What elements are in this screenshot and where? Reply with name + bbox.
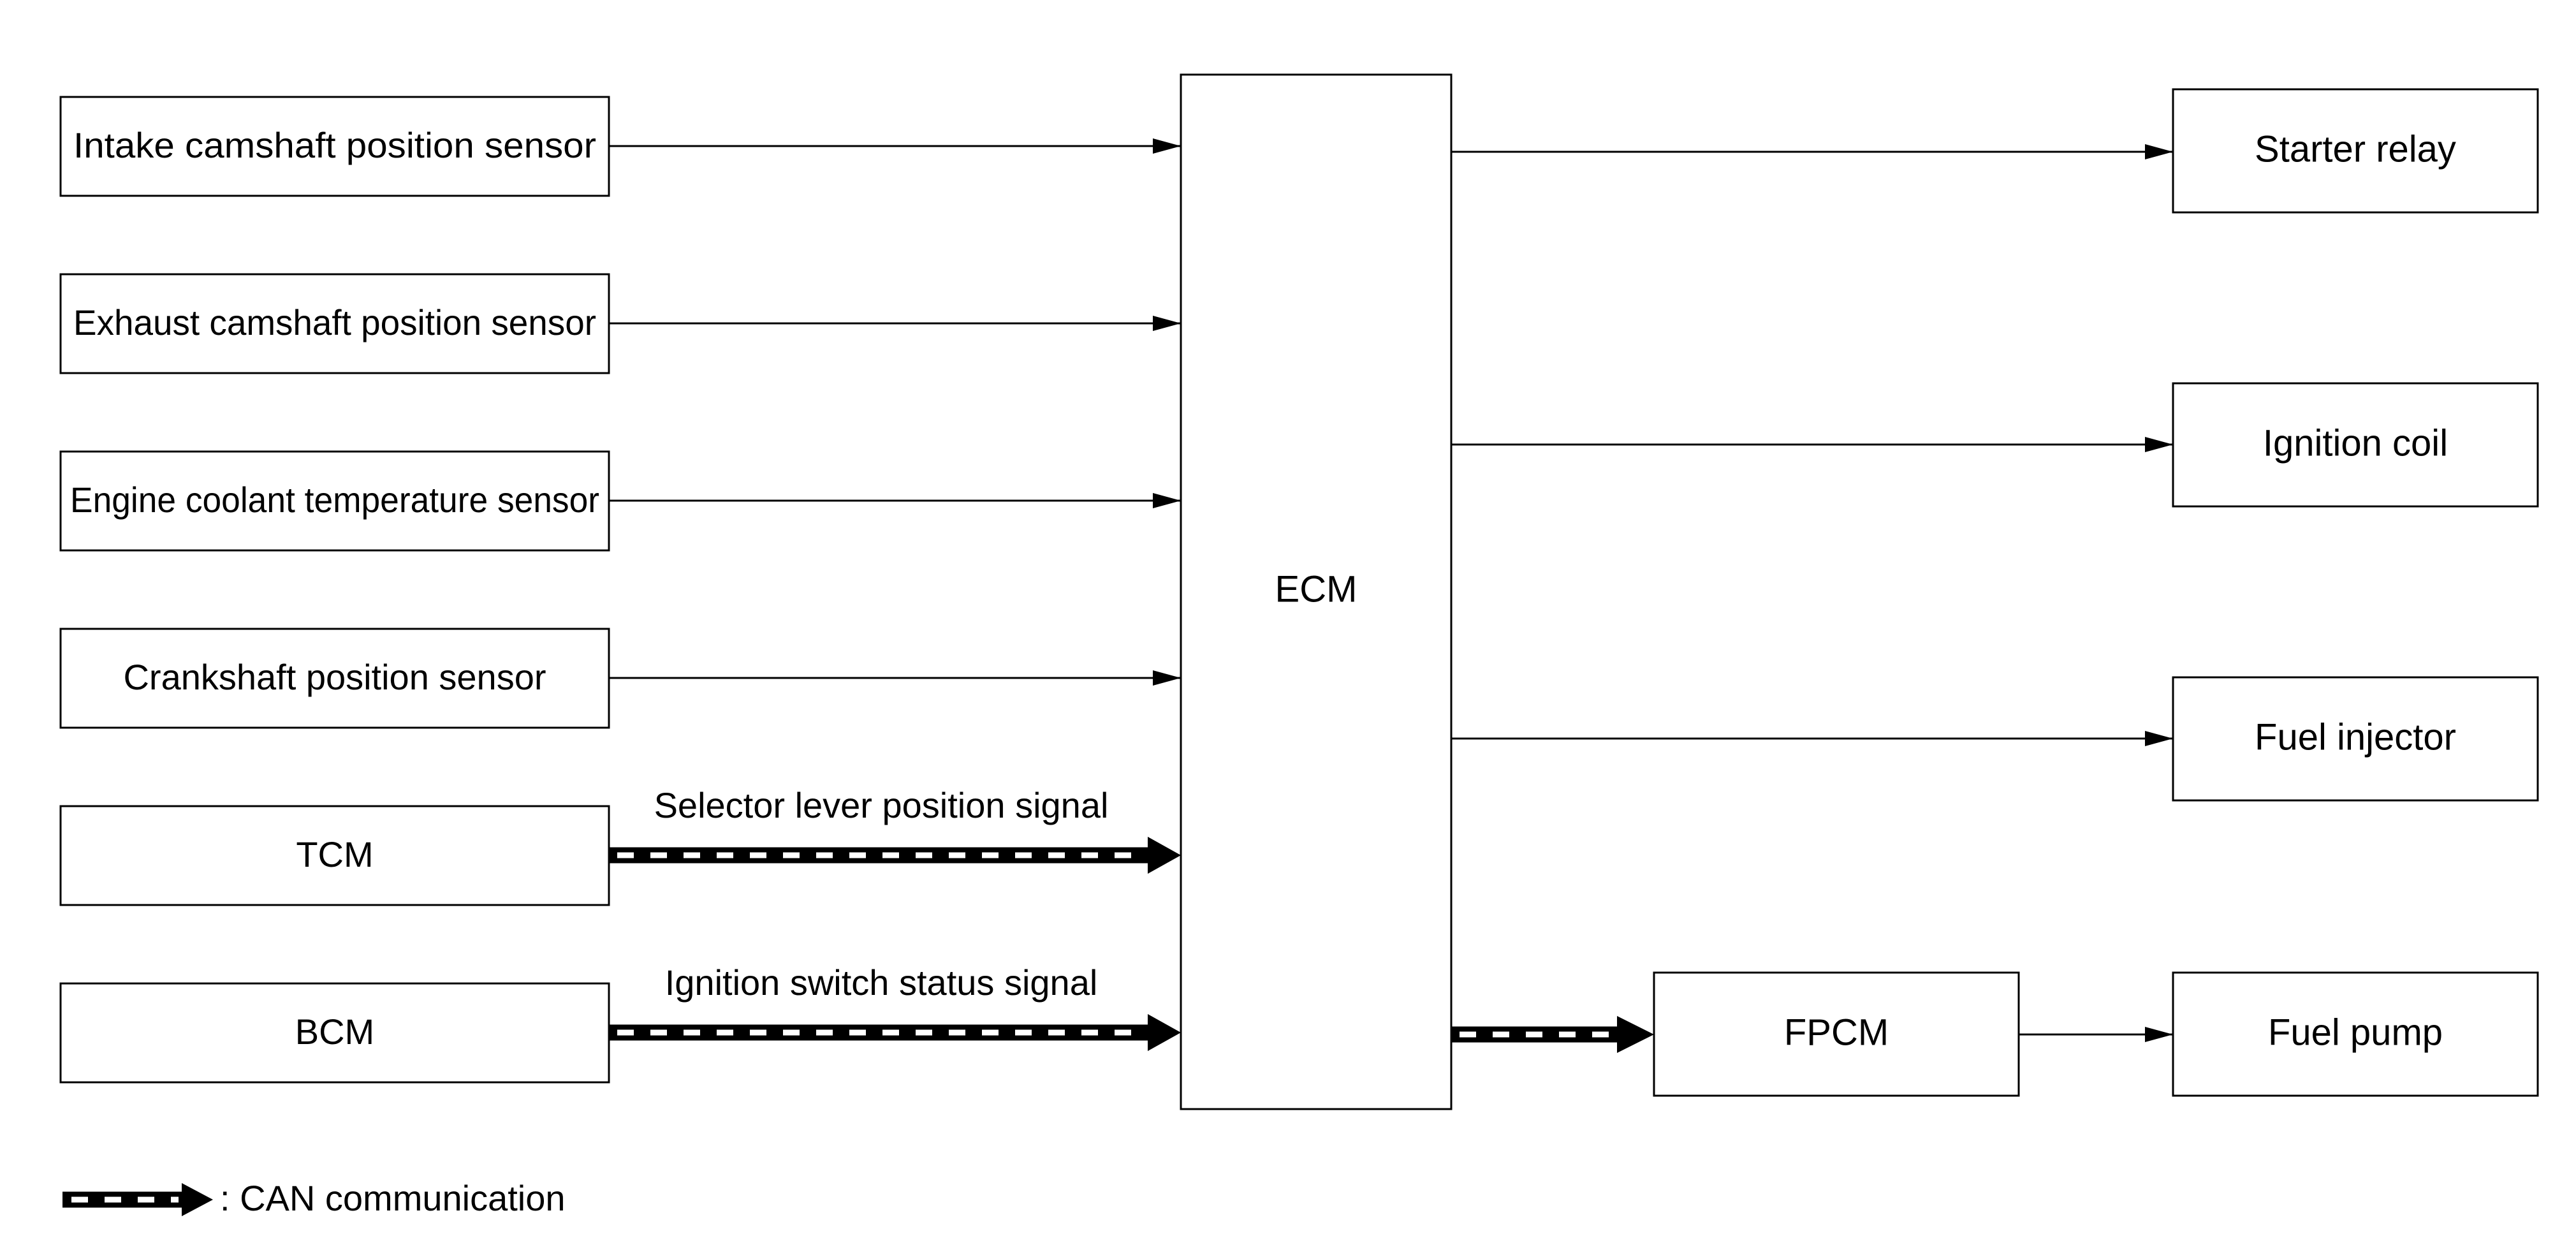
can-arrow-tcm-to-ecm	[609, 837, 1181, 874]
input-label: Crankshaft position sensor	[123, 657, 546, 697]
fpcm-label: FPCM	[1784, 1012, 1889, 1053]
legend-can-arrow	[62, 1183, 213, 1216]
signal-label-ignition-switch: Ignition switch status signal	[665, 962, 1098, 1003]
can-arrow-bcm-to-ecm	[609, 1014, 1181, 1051]
input-bcm: BCM	[59, 982, 610, 1084]
input-label: BCM	[295, 1012, 374, 1052]
input-label: TCM	[296, 834, 373, 874]
legend-label: : CAN communication	[220, 1178, 566, 1218]
output-label: Starter relay	[2255, 128, 2456, 170]
output-label: Fuel pump	[2268, 1012, 2443, 1053]
output-starter-relay: Starter relay	[2172, 88, 2539, 214]
fpcm-box: FPCM	[1653, 971, 2020, 1097]
output-fuel-injector: Fuel injector	[2172, 676, 2539, 802]
signal-label-selector-lever: Selector lever position signal	[654, 785, 1109, 825]
input-label: Exhaust camshaft position sensor	[73, 302, 596, 342]
input-label: Engine coolant temperature sensor	[70, 480, 599, 520]
input-crankshaft-position-sensor: Crankshaft position sensor	[59, 628, 610, 729]
output-ignition-coil: Ignition coil	[2172, 382, 2539, 508]
ecm-label: ECM	[1275, 568, 1358, 610]
input-exhaust-camshaft-position-sensor: Exhaust camshaft position sensor	[59, 273, 610, 374]
input-engine-coolant-temperature-sensor: Engine coolant temperature sensor	[59, 450, 610, 552]
ecm-box: ECM	[1180, 73, 1453, 1110]
input-intake-camshaft-position-sensor: Intake camshaft position sensor	[59, 96, 610, 197]
output-fuel-pump: Fuel pump	[2172, 971, 2539, 1097]
output-label: Fuel injector	[2255, 716, 2456, 758]
input-tcm: TCM	[59, 805, 610, 906]
output-label: Ignition coil	[2263, 422, 2448, 464]
can-arrow-ecm-to-fpcm	[1451, 1016, 1654, 1053]
input-label: Intake camshaft position sensor	[73, 125, 596, 165]
